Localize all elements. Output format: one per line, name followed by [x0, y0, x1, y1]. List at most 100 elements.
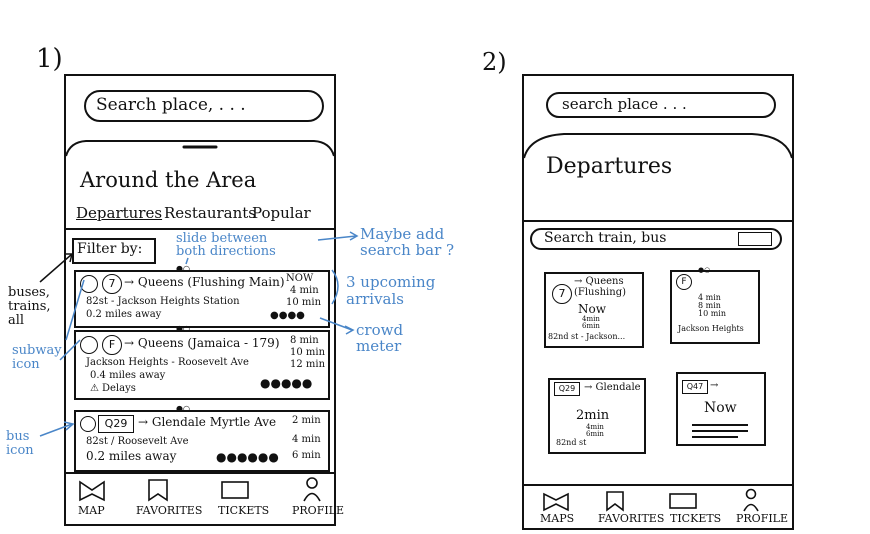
- alert: Delays: [102, 383, 136, 394]
- route-badge: F: [676, 274, 692, 290]
- departure-tile-4[interactable]: Q47 → Now: [676, 372, 766, 446]
- route-badge: 7: [552, 284, 572, 304]
- direction-dots: ●○: [176, 324, 190, 333]
- phone-frame-2: search place . . . Departures Search tra…: [522, 74, 794, 530]
- nav-profile[interactable]: PROFILE: [736, 512, 789, 525]
- bus-icon: [80, 416, 96, 432]
- tile-time: Now: [578, 302, 606, 316]
- tile-time: 2min: [576, 408, 610, 423]
- map-icon: [79, 480, 105, 502]
- time-3: 10 min: [286, 297, 322, 308]
- departure-card-2[interactable]: F → Queens (Jamaica - 179) Jackson Heigh…: [74, 324, 330, 400]
- tile-station: Jackson Heights: [678, 324, 744, 333]
- nav-tickets[interactable]: TICKETS: [218, 504, 270, 517]
- route-badge: Q29: [554, 382, 580, 396]
- search-bar[interactable]: Search place, . . .: [84, 90, 324, 122]
- departure-tile-1[interactable]: 7 → Queens (Flushing) Now 4min 6min 82nd…: [544, 272, 644, 348]
- tile-direction: →: [710, 380, 719, 391]
- annotation-bus: bus icon: [6, 429, 34, 458]
- tickets-icon: [221, 481, 249, 499]
- route-badge: Q29: [98, 415, 134, 433]
- annotation-search: Maybe add search bar ?: [360, 225, 455, 259]
- departure-tile-2[interactable]: F ●○ 4 min 8 min 10 min Jackson Heights: [670, 266, 760, 344]
- profile-icon: [303, 477, 321, 502]
- tile-direction: → Glendale: [584, 382, 641, 393]
- time-2: 10 min: [290, 347, 326, 358]
- filter-dropdown[interactable]: Filter by:: [72, 238, 156, 264]
- bottom-sheet-edge: [65, 140, 335, 157]
- nav-favorites[interactable]: FAVORITES: [598, 512, 665, 525]
- direction: → Glendale Myrtle Ave: [138, 415, 277, 429]
- divider: [66, 228, 334, 230]
- distance: 0.4 miles away: [90, 370, 166, 381]
- time-2: 4 min: [290, 285, 319, 296]
- nav-divider: [66, 472, 334, 474]
- bottom-sheet-edge: [523, 133, 793, 159]
- direction-dots: ●○: [176, 264, 190, 273]
- profile-icon: [743, 488, 759, 512]
- station: 82st / Roosevelt Ave: [86, 436, 189, 447]
- station: 82st - Jackson Heights Station: [86, 296, 240, 307]
- placeholder-line: [692, 430, 748, 432]
- tile-time: Now: [704, 400, 737, 416]
- annotation-subway: subway icon: [12, 343, 62, 372]
- search-bar[interactable]: search place . . .: [546, 92, 776, 118]
- tile-direction: → Queens (Flushing): [574, 276, 626, 298]
- departure-tile-3[interactable]: Q29 → Glendale 2min 4min 6min 82nd st: [548, 378, 646, 454]
- nav-favorites[interactable]: FAVORITES: [136, 504, 203, 517]
- search-placeholder: search place . . .: [562, 95, 687, 113]
- sketch-number-1: 1): [36, 44, 63, 74]
- direction-dots: ●○: [176, 404, 190, 413]
- nav-maps[interactable]: MAPS: [540, 512, 575, 525]
- tile-station: 82nd st: [556, 438, 587, 447]
- nav-tickets[interactable]: TICKETS: [670, 512, 722, 525]
- sketch-number-2: 2): [482, 48, 507, 76]
- tab-popular[interactable]: Popular: [252, 204, 311, 222]
- crowd-meter-icon: ●●●●●: [260, 376, 313, 390]
- tickets-icon: [669, 493, 697, 509]
- search-placeholder: Search place, . . .: [96, 95, 246, 115]
- time-1: 8 min: [290, 335, 319, 346]
- map-icon: [543, 492, 569, 512]
- route-badge: 7: [102, 274, 122, 294]
- time-3: 12 min: [290, 359, 326, 370]
- nav-divider: [524, 484, 792, 486]
- direction-dots: ●○: [698, 266, 711, 274]
- time-1: 2 min: [292, 415, 321, 426]
- time-3: 6 min: [292, 450, 321, 461]
- placeholder-line: [692, 436, 738, 438]
- placeholder-line: [692, 424, 748, 426]
- crowd-meter-icon: ●●●●: [270, 310, 305, 321]
- departure-card-3[interactable]: Q29 → Glendale Myrtle Ave 82st / Rooseve…: [74, 404, 330, 472]
- subway-icon: [80, 275, 98, 293]
- tab-restaurants[interactable]: Restaurants: [164, 204, 256, 222]
- route-badge: Q47: [682, 380, 708, 394]
- tile-sub-times: 4min 6min: [586, 423, 604, 438]
- favorites-icon: [606, 491, 624, 512]
- annotation-slide: slide between both directions: [176, 231, 276, 259]
- train-bus-search[interactable]: Search train, bus: [530, 228, 782, 250]
- section-title: Departures: [546, 154, 673, 179]
- annotation-crowd: crowd meter: [356, 321, 404, 355]
- annotation-filter: buses, trains, all: [8, 285, 51, 328]
- filter-label: Filter by:: [77, 241, 143, 257]
- train-bus-placeholder: Search train, bus: [544, 230, 667, 246]
- filter-dropdown[interactable]: [738, 232, 772, 246]
- phone-frame-1: Search place, . . . Around the Area Depa…: [64, 74, 344, 526]
- distance: 0.2 miles away: [86, 309, 162, 320]
- nav-profile[interactable]: PROFILE: [292, 504, 345, 517]
- direction: → Queens (Jamaica - 179): [124, 336, 280, 350]
- divider: [524, 220, 792, 222]
- tab-departures[interactable]: Departures: [76, 204, 163, 222]
- tile-sub-times: 4min 6min: [582, 315, 600, 330]
- annotation-arrivals: 3 upcoming arrivals: [346, 273, 436, 308]
- departure-card-1[interactable]: 7 → Queens (Flushing Main) 82st - Jackso…: [74, 264, 330, 328]
- station: Jackson Heights - Roosevelt Ave: [86, 357, 249, 368]
- time-1: NOW: [286, 273, 314, 284]
- section-title: Around the Area: [80, 168, 257, 192]
- tile-station: 82nd st - Jackson...: [548, 332, 626, 341]
- subway-icon: [80, 336, 98, 354]
- time-2: 4 min: [292, 434, 321, 445]
- nav-map[interactable]: MAP: [78, 504, 105, 517]
- crowd-meter-icon: ●●●●●●: [216, 450, 279, 464]
